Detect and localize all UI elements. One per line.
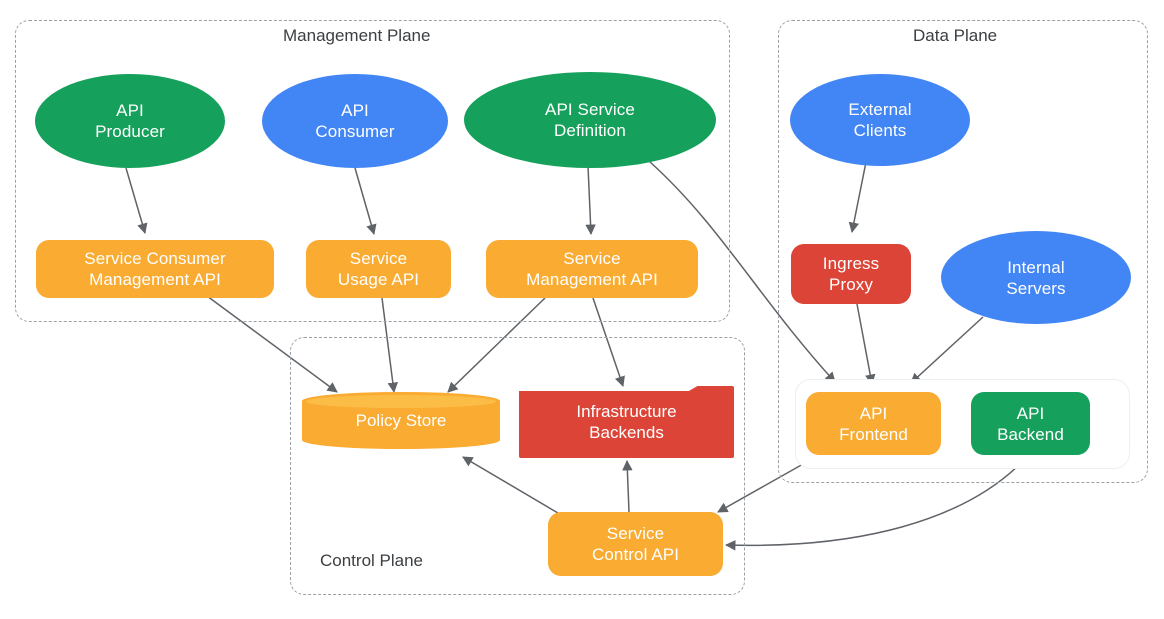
- node-external-clients-label: External Clients: [848, 100, 912, 140]
- node-api-service-definition[interactable]: API Service Definition: [464, 72, 716, 168]
- node-api-frontend[interactable]: API Frontend: [806, 392, 941, 455]
- node-infrastructure-backends-label: Infrastructure Backends: [576, 402, 677, 442]
- plane-control: [290, 337, 745, 595]
- plane-management: [15, 20, 730, 322]
- node-policy-store-label: Policy Store: [355, 411, 447, 430]
- node-ingress-proxy-label: Ingress Proxy: [822, 254, 880, 294]
- node-service-management-api[interactable]: Service Management API: [486, 240, 698, 298]
- policy-store-cylinder-top: [302, 392, 500, 410]
- node-service-control-api-label: Service Control API: [591, 524, 680, 564]
- node-api-producer[interactable]: API Producer: [35, 74, 225, 168]
- node-api-service-definition-label: API Service Definition: [545, 100, 635, 140]
- node-api-consumer[interactable]: API Consumer: [262, 74, 448, 168]
- node-service-consumer-management-api-label: Service Consumer Management API: [84, 249, 226, 289]
- node-api-backend[interactable]: API Backend: [971, 392, 1090, 455]
- node-external-clients[interactable]: External Clients: [790, 74, 970, 166]
- node-service-usage-api-label: Service Usage API: [337, 249, 420, 289]
- node-service-consumer-management-api[interactable]: Service Consumer Management API: [36, 240, 274, 298]
- node-policy-store[interactable]: Policy Store: [302, 392, 500, 449]
- node-internal-servers-label: Internal Servers: [1006, 257, 1066, 298]
- node-service-management-api-label: Service Management API: [526, 249, 658, 289]
- policy-store-cylinder-top-highlight: [306, 394, 496, 408]
- node-internal-servers[interactable]: Internal Servers: [941, 231, 1131, 324]
- infrastructure-backends-shape: [519, 386, 734, 458]
- plane-data-label: Data Plane: [913, 26, 998, 45]
- node-ingress-proxy[interactable]: Ingress Proxy: [791, 244, 911, 304]
- plane-control-label: Control Plane: [320, 551, 424, 570]
- node-service-control-api[interactable]: Service Control API: [548, 512, 723, 576]
- node-api-consumer-label: API Consumer: [315, 101, 395, 141]
- node-api-producer-label: API Producer: [95, 101, 165, 141]
- policy-store-cylinder-bottom: [302, 431, 500, 449]
- node-infrastructure-backends[interactable]: Infrastructure Backends: [519, 386, 734, 458]
- plane-management-label: Management Plane: [283, 26, 431, 45]
- plane-data: [778, 20, 1148, 483]
- node-service-usage-api[interactable]: Service Usage API: [306, 240, 451, 298]
- node-api-frontend-label: API Frontend: [839, 403, 908, 444]
- node-api-backend-label: API Backend: [997, 403, 1064, 444]
